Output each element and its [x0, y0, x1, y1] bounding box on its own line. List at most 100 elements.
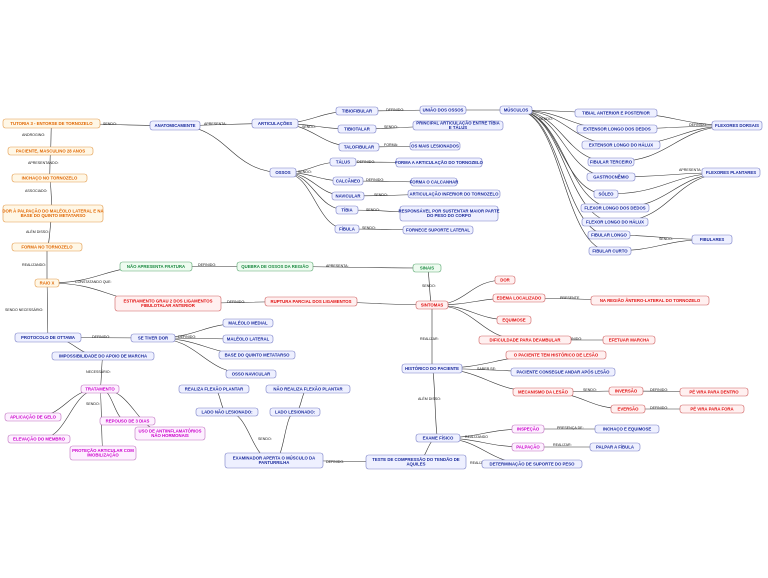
- concept-node[interactable]: PÉ VIRA PARA FORA: [679, 404, 745, 414]
- concept-node[interactable]: NAVICULAR: [331, 191, 365, 201]
- concept-node[interactable]: EXTENSOR LONGO DO HÁLUX: [581, 140, 661, 150]
- connector: [515, 109, 610, 236]
- concept-node[interactable]: FIBULARES: [691, 234, 733, 245]
- concept-node[interactable]: FORMA A ARTICULAÇÃO DO TORNOZELO: [395, 157, 484, 168]
- concept-node[interactable]: INVERSÃO: [608, 386, 644, 396]
- concept-node[interactable]: LADO NÃO LESIONADO:: [195, 407, 259, 417]
- concept-node[interactable]: TÁLUS: [329, 157, 357, 167]
- concept-node[interactable]: OSSO NAVICULAR: [225, 369, 277, 379]
- concept-node[interactable]: FLEXOR LONGO DO HÁLUX: [581, 217, 649, 227]
- concept-node[interactable]: PACIENTE CONSEGUE ANDAR APÓS LESÃO: [510, 367, 616, 377]
- concept-node[interactable]: REALIZA FLEXÃO PLANTAR: [178, 384, 250, 394]
- concept-node[interactable]: SÓLEO: [593, 189, 619, 199]
- concept-node[interactable]: UNIÃO DOS OSSOS: [419, 105, 467, 115]
- concept-node[interactable]: NÃO REALIZA FLEXÃO PLANTAR: [265, 384, 351, 394]
- concept-node[interactable]: IMPOSSIBILIDADE DO APOIO DE MARCHA: [51, 351, 155, 361]
- concept-node[interactable]: EFETUAR MARCHA: [602, 335, 656, 345]
- node-box: [337, 124, 377, 134]
- node-label: SINAIS: [420, 265, 434, 270]
- concept-node[interactable]: TALOFIBULAR: [338, 142, 380, 152]
- concept-node[interactable]: INCHAÇO E EQUIMOSE: [594, 424, 660, 434]
- concept-node[interactable]: MALÉOLO MEDIAL: [222, 318, 274, 328]
- concept-node[interactable]: FIBULAR TERCEIRO: [587, 157, 635, 167]
- concept-node[interactable]: TUTORIA 3 - ENTORSE DE TORNOZELO: [2, 118, 101, 129]
- concept-node[interactable]: PÉ VIRA PARA DENTRO: [679, 387, 749, 397]
- concept-node[interactable]: DIFICULDADE PARA DEAMBULAR: [478, 335, 572, 345]
- concept-node[interactable]: SINTOMAS: [415, 300, 449, 310]
- concept-node[interactable]: ARTICULAÇÃO INFERIOR DO TORNOZELO: [407, 189, 501, 199]
- connector-label: ANDROGINO:: [22, 133, 45, 137]
- concept-node[interactable]: TRATAMENTO: [80, 384, 120, 394]
- concept-node[interactable]: RAIO X: [34, 278, 60, 288]
- concept-node[interactable]: NÃO APRESENTA FRATURA: [119, 261, 193, 272]
- node-box: [225, 369, 277, 379]
- concept-node[interactable]: EXTENSOR LONGO DOS DEDOS: [576, 124, 658, 134]
- concept-node[interactable]: SE TIVER DOR: [130, 333, 176, 343]
- node-box: [14, 332, 82, 343]
- concept-node[interactable]: O PACIENTE TEM HISTÓRICO DE LESÃO: [505, 350, 607, 360]
- concept-node[interactable]: PALPAÇÃO: [511, 442, 545, 452]
- concept-node[interactable]: FLEXORES DORSAIS: [711, 120, 763, 131]
- concept-node[interactable]: EQUIMOSE: [496, 315, 532, 325]
- concept-node[interactable]: ARTICULAÇÕES: [251, 118, 299, 129]
- concept-node[interactable]: FLEXORES PLANTARES: [701, 167, 761, 178]
- concept-node[interactable]: TIBIOFIBULAR: [335, 106, 379, 116]
- concept-node[interactable]: TÍBIA: [335, 205, 359, 215]
- node-label: MALÉOLO LATERAL: [227, 336, 270, 341]
- concept-node[interactable]: GASTROCNÊMIO: [586, 172, 636, 182]
- concept-node[interactable]: OSSOS: [269, 167, 297, 178]
- concept-node[interactable]: EDEMA LOCALIZADO: [492, 293, 546, 303]
- concept-node[interactable]: MÚSCULOS: [499, 105, 533, 115]
- concept-node[interactable]: QUEBRA DE OSSOS DA REGIÃO: [236, 261, 314, 272]
- node-label: PACIENTE, MASCULINO 28 ANOS: [16, 148, 85, 153]
- concept-node[interactable]: SINAIS: [412, 263, 442, 273]
- node-box: [589, 442, 641, 452]
- concept-node[interactable]: NA REGIÃO ÂNTERO-LATERAL DO TORNOZELO: [590, 295, 710, 306]
- concept-node[interactable]: FIBULAR CURTO: [588, 246, 632, 256]
- concept-node[interactable]: MALÉOLO LATERAL: [222, 334, 274, 344]
- concept-node[interactable]: FORNECE SUPORTE LATERAL: [402, 225, 474, 235]
- concept-node[interactable]: RUPTURA PARCIAL DOS LIGAMENTOS: [264, 296, 358, 307]
- node-box: [335, 106, 379, 116]
- concept-node[interactable]: REPOUSO DE 3 DIAS: [99, 416, 156, 426]
- concept-node[interactable]: FLEXOR LONGO DOS DEDOS: [580, 203, 650, 213]
- concept-node[interactable]: ANATOMICAMENTE: [149, 120, 201, 131]
- node-box: [130, 333, 176, 343]
- concept-node[interactable]: BASE DO QUINTO METATARSO: [218, 350, 296, 360]
- concept-node[interactable]: FORMA NO TORNOZELO: [11, 242, 83, 252]
- concept-node[interactable]: MECANISMO DA LESÃO: [512, 387, 574, 397]
- concept-node[interactable]: DETERMINAÇÃO DE SUPORTE DO PESO: [481, 459, 583, 469]
- concept-node[interactable]: PROTOCOLO DE OTTAWA: [14, 332, 82, 343]
- concept-node[interactable]: OS MAIS LESIONADOS: [409, 141, 461, 151]
- concept-node[interactable]: FIBULAR LONGO: [587, 230, 631, 240]
- concept-node[interactable]: EVERSÃO: [610, 404, 646, 414]
- concept-node[interactable]: HISTÓRICO DO PACIENTE: [401, 363, 463, 374]
- concept-node[interactable]: FÍBULA: [334, 224, 360, 234]
- node-box: [7, 434, 71, 444]
- connector-label: DEFINIDO:: [564, 337, 582, 341]
- concept-node[interactable]: DOR: [494, 275, 516, 285]
- concept-node[interactable]: INSPEÇÃO: [511, 424, 545, 434]
- concept-node[interactable]: CALCÂNEO: [332, 176, 364, 186]
- concept-node[interactable]: APLICAÇÃO DE GELO: [4, 412, 62, 422]
- node-label: LADO LESIONADO:: [275, 409, 316, 414]
- concept-node[interactable]: LADO LESIONADO:: [269, 407, 321, 417]
- concept-node[interactable]: INCHAÇO NO TORNOZELO: [11, 173, 88, 183]
- node-label: NÃO REALIZA FLEXÃO PLANTAR: [273, 386, 343, 391]
- concept-node[interactable]: TIBIAL ANTERIOR E POSTERIOR: [574, 108, 658, 118]
- concept-node[interactable]: PACIENTE, MASCULINO 28 ANOS: [7, 146, 94, 156]
- concept-node[interactable]: EXAME FÍSICO: [415, 433, 461, 443]
- concept-node[interactable]: FORMA O CALCANHAR: [410, 177, 460, 187]
- concept-node[interactable]: ELEVAÇÃO DO MEMBRO: [7, 434, 71, 444]
- concept-node[interactable]: PALPAR A FÍBULA: [589, 442, 641, 452]
- concept-node[interactable]: TIBIOTALAR: [337, 124, 377, 134]
- node-label: EXTENSOR LONGO DOS DEDOS: [583, 126, 651, 131]
